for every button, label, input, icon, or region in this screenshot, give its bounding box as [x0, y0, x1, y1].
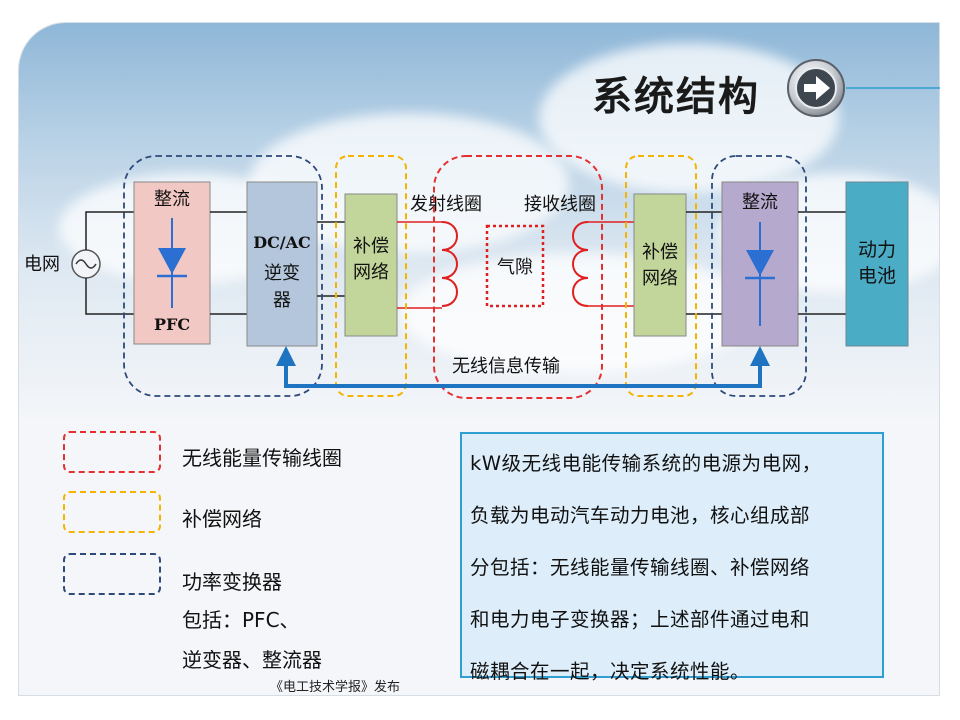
source-credit: 《电工技术学报》发布	[270, 680, 401, 695]
legend-label-blue-line3: 逆变器、整流器	[182, 648, 322, 672]
summary-line: 分包括：无线能量传输线圈、补偿网络	[470, 556, 811, 579]
coil-wire	[397, 221, 442, 309]
comp-right-label-line1: 补偿	[642, 242, 678, 263]
summary-box: kW级无线电能传输系统的电源为电网， 负载为电动汽车动力电池，核心组成部 分包括…	[460, 432, 884, 683]
cloud-shape	[399, 253, 759, 373]
arrow-up-icon	[750, 346, 770, 366]
power-converter-group-left	[123, 155, 323, 397]
rectifier-left-top-label: 整流	[154, 189, 190, 210]
tx-coil-icon	[441, 221, 458, 307]
arrow-right-icon[interactable]	[787, 59, 845, 117]
inverter-label-line1: DC/AC	[253, 233, 311, 252]
legend-label-red: 无线能量传输线圈	[182, 446, 342, 470]
battery-label-line1: 动力	[858, 239, 896, 261]
wire	[85, 211, 134, 315]
summary-line: 负载为电动汽车动力电池，核心组成部	[470, 504, 811, 527]
power-converter-group-right	[711, 155, 807, 397]
rectifier-left-bottom-label: PFC	[154, 315, 190, 334]
inverter-label-line3: 器	[273, 290, 291, 311]
inverter-label-line2: 逆变	[264, 263, 300, 284]
compensation-group-left	[335, 155, 407, 397]
air-gap-box	[485, 224, 545, 308]
tx-coil-label: 发射线圈	[410, 194, 482, 215]
inverter-block	[246, 181, 318, 347]
summary-line: 和电力电子变换器；上述部件通过电和	[470, 608, 811, 631]
legend-label-blue-line1: 功率变换器	[182, 570, 282, 594]
coil-wire	[588, 221, 634, 307]
legend-swatch-yellow	[63, 491, 161, 533]
legend-label-blue-line2: 包括：PFC、	[182, 608, 300, 632]
rx-coil-label: 接收线圈	[524, 194, 596, 215]
wire	[686, 211, 722, 315]
compensation-block-right	[633, 193, 687, 337]
diode-icon	[157, 218, 187, 308]
wireless-info-link	[284, 376, 762, 388]
compensation-group-right	[625, 155, 697, 397]
grid-label: 电网	[24, 254, 60, 275]
legend-swatch-red	[63, 431, 161, 473]
coil-group	[433, 155, 603, 399]
cloud-shape	[539, 43, 839, 193]
comp-left-label-line1: 补偿	[353, 236, 389, 257]
arrow-up-icon	[276, 346, 296, 366]
page-title: 系统结构	[592, 74, 760, 120]
wire	[210, 211, 247, 315]
ac-source-icon	[71, 249, 101, 279]
rectifier-right-top-label: 整流	[742, 192, 778, 213]
comp-left-label-line2: 网络	[353, 262, 389, 283]
comp-right-label-line2: 网络	[642, 268, 678, 289]
air-gap-label: 气隙	[497, 257, 533, 278]
battery-label-line2: 电池	[858, 265, 896, 287]
wireless-info-label: 无线信息传输	[452, 356, 560, 377]
summary-line: 磁耦合在一起，决定系统性能。	[470, 660, 751, 683]
compensation-block-left	[344, 193, 398, 337]
diode-icon	[745, 222, 775, 326]
legend-label-yellow: 补偿网络	[182, 507, 262, 531]
battery-block	[845, 181, 909, 347]
legend-swatch-blue	[63, 553, 161, 595]
summary-line: kW级无线电能传输系统的电源为电网，	[470, 452, 822, 475]
rx-coil-icon	[572, 221, 589, 307]
